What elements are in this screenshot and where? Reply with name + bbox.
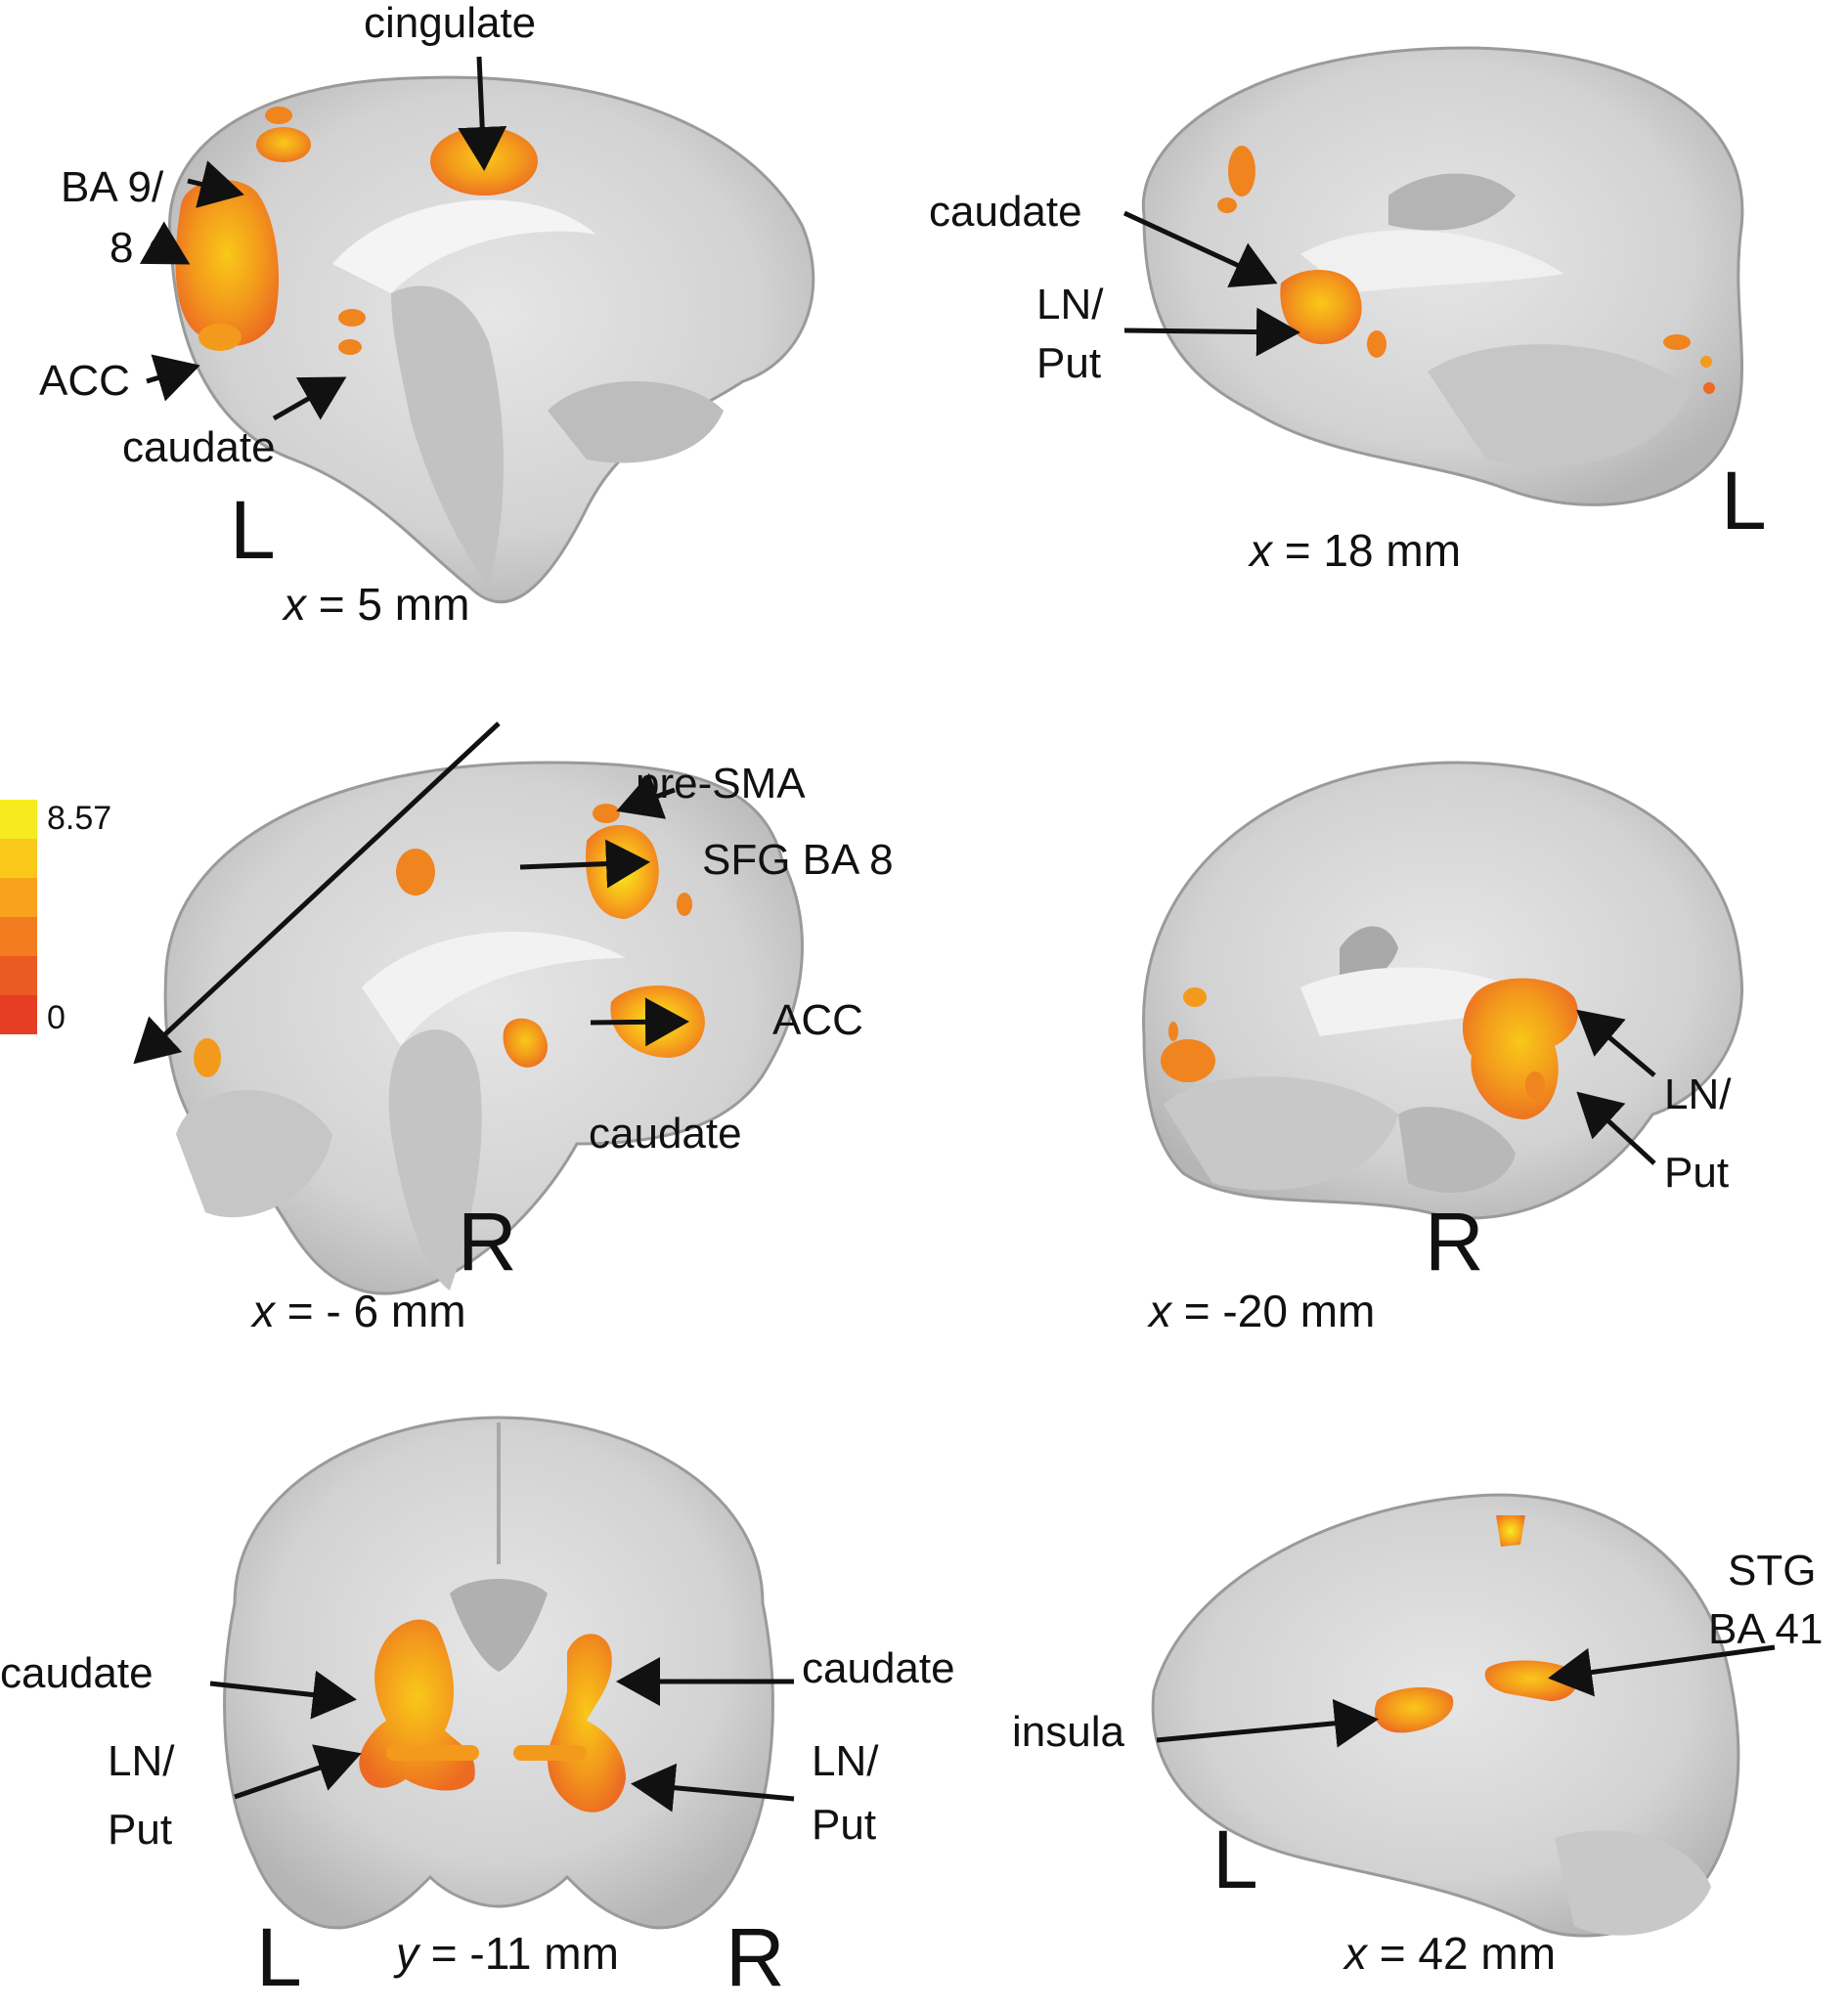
panel-sagittal-x5: cingulate BA 9/ 8 ACC caudate L x = 5 mm [0, 0, 880, 645]
slice-coordinate: y = -11 mm [396, 1928, 619, 1979]
label-caudate: caudate [929, 188, 1082, 236]
colorbar-step-5 [0, 956, 37, 995]
label-caudate-right: caudate [802, 1644, 955, 1692]
label-ln-left: LN/ [108, 1737, 175, 1785]
activation-caudate [338, 309, 366, 355]
colorbar-min-label: 0 [47, 999, 66, 1036]
label-sfg-ba8: SFG BA 8 [702, 836, 894, 884]
panel-sagittal-x42: STG BA 41 insula L x = 42 mm [1007, 1466, 1848, 2010]
colorbar-step-3 [0, 878, 37, 917]
activation-caudate-ln-put-left [359, 1619, 479, 1791]
colorbar-max-label: 8.57 [47, 800, 112, 837]
colorbar: 8.57 0 [0, 800, 137, 1054]
orientation-label: L [230, 484, 276, 576]
label-put-right: Put [812, 1801, 877, 1849]
label-ln-right: LN/ [812, 1737, 879, 1785]
label-put: Put [1664, 1149, 1730, 1197]
label-acc: ACC [39, 357, 130, 405]
brain-slice-image [1151, 1493, 1740, 1938]
label-caudate: caudate [589, 1110, 742, 1158]
slice-coordinate-p4: x = -20 mm [1149, 1286, 1376, 1336]
activation-caudate-put [1217, 146, 1715, 394]
panel-sagittal-x-20: LN/ Put R [1105, 743, 1848, 1349]
slice-coordinate: x = 18 mm [1250, 525, 1462, 576]
label-caudate: caudate [122, 423, 276, 471]
slice-coordinate: x = 42 mm [1344, 1928, 1557, 1979]
colorbar-step-4 [0, 917, 37, 956]
activation-cingulate [430, 127, 538, 196]
label-ln: LN/ [1664, 1071, 1732, 1118]
brain-slice-image [223, 1416, 774, 1930]
label-ba8: 8 [110, 224, 134, 272]
brain-slice-image [168, 75, 815, 604]
colorbar-step-6 [0, 995, 37, 1034]
slice-coordinate: x = 5 mm [284, 579, 470, 630]
label-stg: STG [1728, 1547, 1817, 1595]
activation-ln-put [1462, 978, 1578, 1119]
activation-ba9-8 [175, 107, 311, 346]
orientation-label: L [1721, 455, 1767, 546]
brain-slice-image [1141, 46, 1744, 506]
colorbar-step-2 [0, 839, 37, 878]
orientation-label-left: L [256, 1911, 302, 2003]
label-caudate-left: caudate [0, 1649, 154, 1697]
activation-caudate [503, 1018, 548, 1068]
orientation-label: R [458, 1196, 517, 1288]
colorbar-scale [0, 800, 37, 1034]
activation-caudate-ln-put-right [513, 1634, 626, 1813]
panel-sagittal-x18: caudate LN/ Put L x = 18 mm [880, 0, 1848, 606]
label-presma: pre-SMA [636, 760, 806, 808]
activation-acc [198, 324, 242, 351]
label-insula: insula [1012, 1708, 1124, 1756]
activation-other [1161, 987, 1215, 1082]
colorbar-step-1 [0, 800, 37, 839]
activation-insula [1374, 1686, 1454, 1733]
label-acc: ACC [772, 996, 863, 1044]
slice-coordinate-p3: x = - 6 mm [252, 1286, 466, 1336]
label-cingulate: cingulate [364, 0, 537, 47]
activation-presma [593, 804, 620, 823]
panel-sagittal-x-6: pre-SMA SFG BA 8 ACC caudate R [133, 721, 939, 1349]
label-ba9: BA 9/ [61, 163, 164, 211]
panel-coronal-y-11: caudate LN/ Put caudate LN/ Put L R y = … [0, 1408, 1007, 2010]
label-put: Put [1036, 339, 1102, 387]
orientation-label: R [1425, 1196, 1484, 1288]
activation-other [1496, 1515, 1525, 1547]
label-ba41: BA 41 [1708, 1605, 1824, 1653]
label-ln: LN/ [1036, 281, 1104, 328]
orientation-label: L [1212, 1813, 1258, 1905]
label-put-left: Put [108, 1806, 173, 1854]
orientation-label-right: R [726, 1911, 785, 2003]
